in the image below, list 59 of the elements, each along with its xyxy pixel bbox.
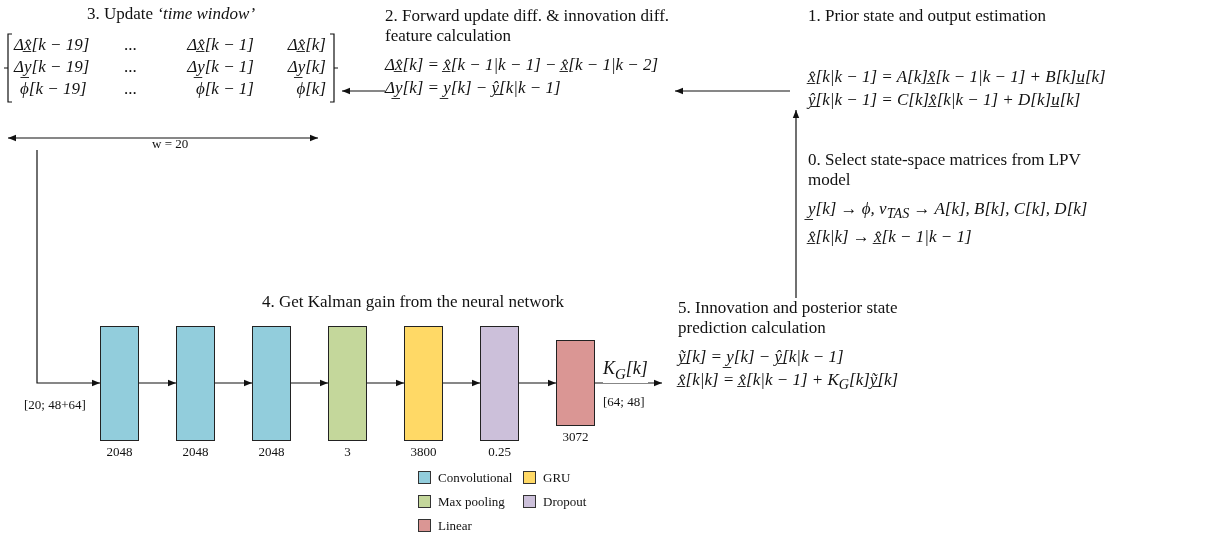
layer-block: [176, 326, 215, 441]
ellipsis: ...: [124, 34, 137, 55]
layer-size: 0.25: [487, 444, 512, 460]
arrow: [138, 379, 177, 387]
layer-block: [556, 340, 595, 426]
matrix-entry: ϕ[k − 19]: [20, 78, 87, 99]
arrow: [594, 379, 663, 387]
equation: x̲̂[k|k] → x̲̂[k − 1|k − 1]: [808, 226, 973, 248]
layer-size: 3: [343, 444, 352, 460]
layer-block: [404, 326, 443, 441]
legend-label: Linear: [438, 518, 472, 534]
legend-label: Max pooling: [438, 494, 505, 510]
matrix-entry: Δx̲̂[k − 19]: [14, 34, 90, 55]
legend-label: Dropout: [543, 494, 587, 510]
matrix-entry: ϕ[k − 1]: [194, 78, 254, 99]
arrow: [792, 109, 800, 299]
equation: Δy̲[k] = y̲[k] − ŷ̲[k|k − 1]: [385, 77, 562, 98]
matrix-entry: Δy̲[k − 19]: [14, 56, 90, 77]
equation: x̲̂[k|k − 1] = A[k]x̲̂[k − 1|k − 1] + B[k]u̲[k]: [808, 66, 1107, 87]
arrow: [442, 379, 481, 387]
layer-block: [480, 326, 519, 441]
arrow: [341, 87, 386, 95]
matrix-entry: Δy̲[k − 1]: [185, 56, 254, 77]
equation: Δx̲̂[k] = x̲̂[k − 1|k − 1] − x̲̂[k − 1|k − 2]: [385, 54, 660, 75]
layer-block: [100, 326, 139, 441]
step-heading: 2. Forward update diff. & innovation diff. feature calculation: [385, 6, 671, 46]
equation: ŷ̲[k|k − 1] = C[k]x̲̂[k|k − 1] + D[k]u̲[k]: [808, 89, 1082, 110]
ellipsis: ...: [124, 78, 137, 99]
layer-size: 3072: [561, 429, 590, 445]
legend-label: GRU: [543, 470, 571, 486]
input-shape-label: [20; 48+64]: [24, 397, 86, 413]
step-heading: 0. Select state-space matrices from LPV model: [808, 150, 1082, 190]
arrow: [674, 87, 791, 95]
matrix-entry: Δx̲̂[k − 1]: [185, 34, 254, 55]
arrow: [366, 379, 405, 387]
layer-block: [252, 326, 291, 441]
output-shape-label: [64; 48]: [603, 394, 645, 410]
layer-size: 2048: [257, 444, 286, 460]
step-heading: 3. Update ‘time window’: [85, 4, 257, 24]
step-heading: 5. Innovation and posterior state prediction calculation: [678, 298, 899, 338]
dimension-label: w = 20: [152, 136, 189, 152]
layer-size: 2048: [105, 444, 134, 460]
ellipsis: ...: [124, 56, 137, 77]
matrix-entry: ϕ[k]: [295, 78, 326, 99]
equation: x̲̂[k|k] = x̲̂[k|k − 1] + K$_{G}$[k]ỹ̲[k]: [678, 369, 900, 395]
edge-label: K$_{G}$[k]: [603, 358, 648, 383]
arrow: [214, 379, 253, 387]
step-heading: 4. Get Kalman gain from the neural network: [262, 292, 565, 312]
layer-block: [328, 326, 367, 441]
matrix-entry: Δy̲[k]: [286, 56, 326, 77]
arrow: [518, 379, 557, 387]
arrow: [36, 149, 101, 387]
equation: ỹ̲[k] = y̲[k] − ŷ̲[k|k − 1]: [678, 346, 845, 367]
layer-size: 3800: [409, 444, 438, 460]
layer-size: 2048: [181, 444, 210, 460]
arrow: [290, 379, 329, 387]
matrix-entry: Δx̲̂[k]: [286, 34, 326, 55]
step-heading: 1. Prior state and output estimation: [808, 6, 1047, 26]
legend-label: Convolutional: [438, 470, 513, 486]
